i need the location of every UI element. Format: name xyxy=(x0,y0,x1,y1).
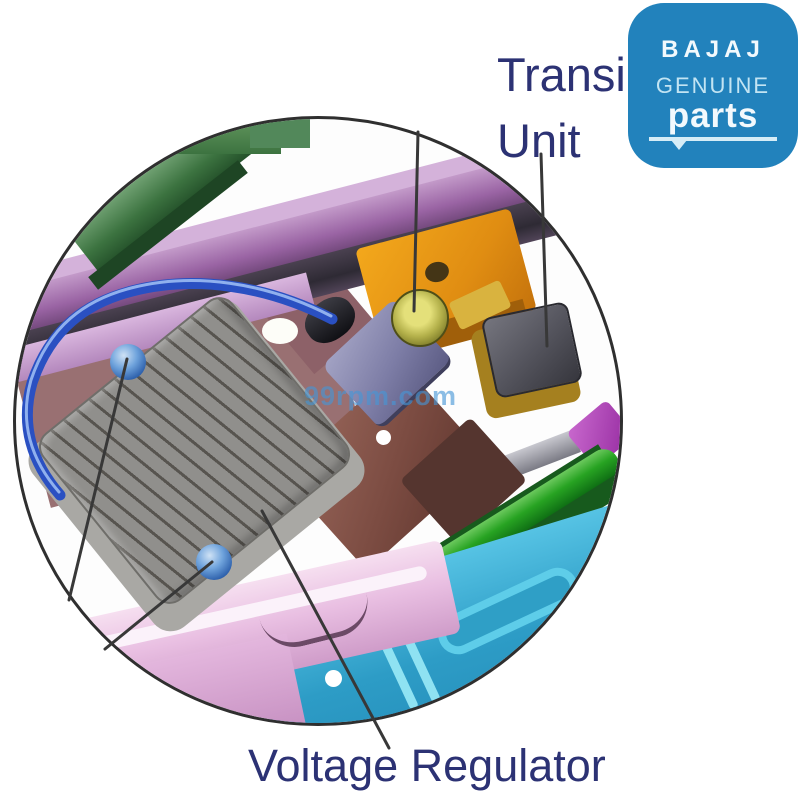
logo-genuine-text: GENUINE xyxy=(655,73,771,98)
logo-brand-text: BAJAJ xyxy=(661,36,765,63)
green-frame-tab xyxy=(250,119,310,148)
voltage-regulator-label: Voltage Regulator xyxy=(248,740,606,791)
circular-parts-photo: 99rpm.com xyxy=(13,116,623,726)
logo-underline xyxy=(649,137,777,150)
white-highlight xyxy=(262,318,298,344)
watermark-text: 99rpm.com xyxy=(304,381,458,411)
round-connector xyxy=(391,289,449,347)
logo-underline-arrow-icon xyxy=(671,140,687,150)
transil-label-line1: Transil xyxy=(497,48,637,101)
blue-cable xyxy=(21,278,338,501)
logo-parts-text: parts xyxy=(667,96,759,135)
transil-unit-label: Transil Unit xyxy=(497,42,636,174)
brown-box-dot xyxy=(376,430,391,445)
bajaj-genuine-parts-logo: BAJAJ GENUINE parts xyxy=(628,3,798,168)
transil-label-line2: Unit xyxy=(497,114,581,167)
